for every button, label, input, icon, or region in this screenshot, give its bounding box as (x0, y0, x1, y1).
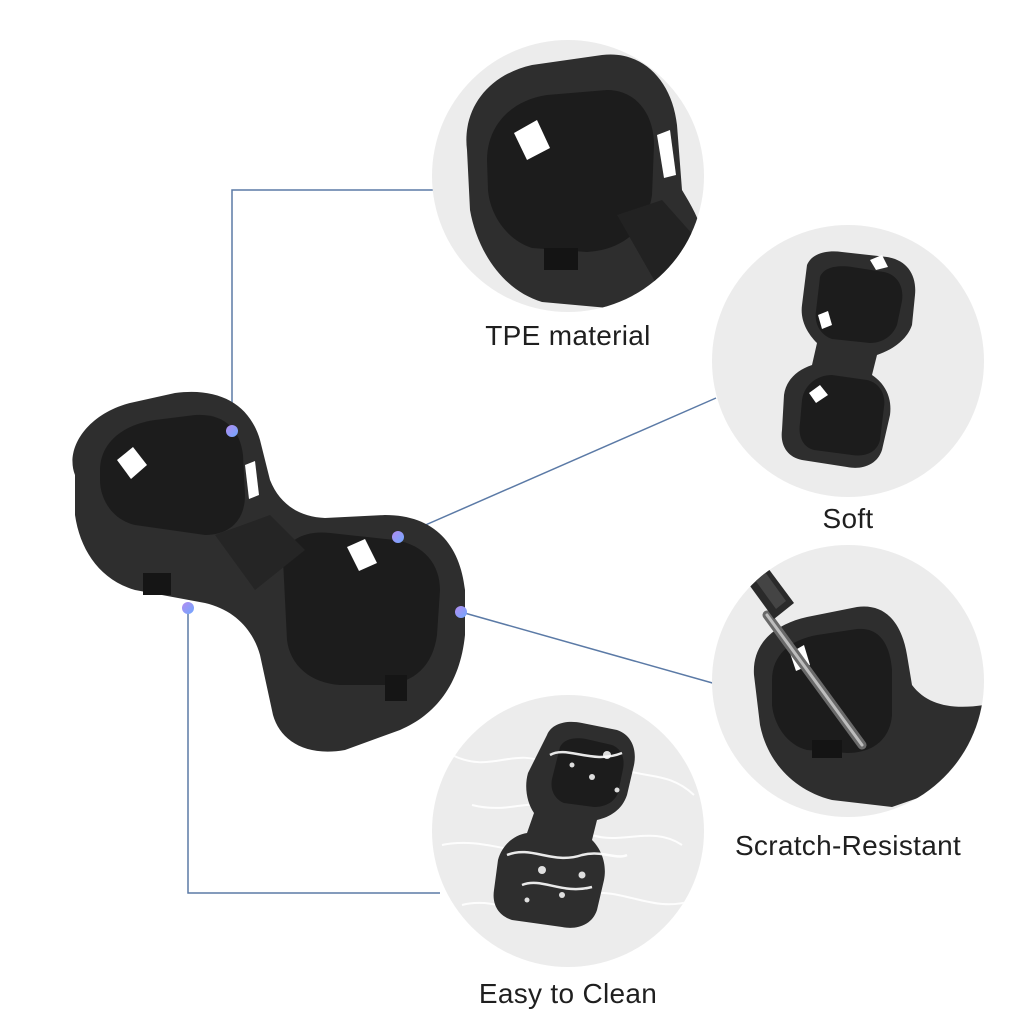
screwdriver-scratch-icon (742, 560, 984, 807)
cup-holder-closeup-icon (466, 54, 704, 312)
feature-circle-clean (432, 695, 704, 967)
connector-scratch (460, 611, 717, 685)
connector-dot-tpe (226, 425, 238, 437)
connector-dot-soft (392, 531, 404, 543)
connector-soft (397, 397, 717, 538)
feature-label-clean: Easy to Clean (478, 978, 658, 1009)
feature-circle-tpe (432, 40, 704, 312)
water-splash-icon (441, 721, 695, 928)
connector-clean (187, 608, 440, 894)
feature-label-soft: Soft (822, 503, 874, 534)
folded-cup-holder-icon (781, 251, 916, 468)
connector-tpe (231, 189, 440, 430)
feature-label-scratch: Scratch-Resistant (734, 830, 962, 861)
feature-circle-soft (712, 225, 984, 497)
feature-circle-scratch (712, 545, 984, 817)
main-product-icon (72, 391, 466, 752)
connector-dot-scratch (455, 606, 467, 618)
connector-dot-clean (182, 602, 194, 614)
feature-label-tpe: TPE material (485, 320, 651, 351)
